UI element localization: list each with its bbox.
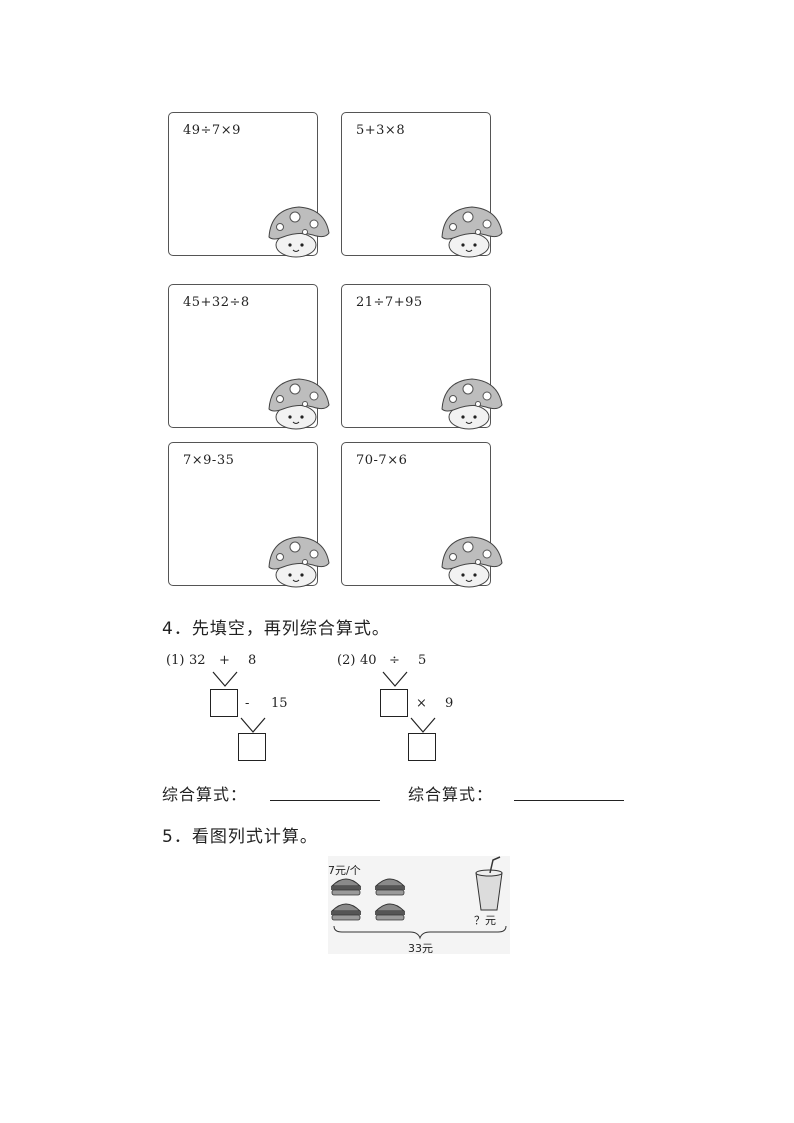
hamburger-icon: [330, 878, 362, 896]
problem-1-operand-b: 8: [248, 653, 257, 668]
mushroom-icon: [441, 536, 503, 588]
problem-2-operator-1: ÷: [389, 653, 400, 668]
mushroom-icon: [268, 536, 330, 588]
expression: 49÷7×9: [183, 123, 241, 138]
mushroom-icon: [268, 206, 330, 258]
expression: 45+32÷8: [183, 295, 250, 310]
formula-answer-line-1[interactable]: [270, 800, 380, 801]
problem-1-operator-2: -: [245, 696, 250, 711]
hamburger-icon: [374, 878, 406, 896]
problem-2-operand-b: 5: [418, 653, 427, 668]
formula-answer-line-2[interactable]: [514, 800, 624, 801]
exercise-box: 49÷7×9: [168, 112, 330, 258]
exercise-box: 5+3×8: [341, 112, 503, 258]
exercise-box: 45+32÷8: [168, 284, 330, 430]
problem-1-operand-c: 15: [271, 696, 288, 711]
problem-2-label: (2): [337, 653, 356, 668]
unknown-price-label: ？元: [474, 914, 496, 927]
expression: 5+3×8: [356, 123, 406, 138]
expression: 7×9-35: [183, 453, 235, 468]
problem-1-label: (1): [166, 653, 185, 668]
expression: 21÷7+95: [356, 295, 423, 310]
exercise-box: 7×9-35: [168, 442, 330, 588]
exercise-box: 70-7×6: [341, 442, 503, 588]
drink-cup-icon: [475, 856, 503, 911]
problem-1-operator-1: +: [219, 653, 230, 668]
answer-box[interactable]: [210, 689, 238, 717]
problem-2-operand-a: 40: [360, 653, 377, 668]
formula-label-1: 综合算式：: [162, 785, 248, 804]
problem-1-operand-a: 32: [189, 653, 206, 668]
formula-label-2: 综合算式：: [408, 785, 494, 804]
total-brace: [333, 925, 507, 940]
answer-box[interactable]: [408, 733, 436, 761]
question-5-title: 5．看图列式计算。: [162, 827, 318, 847]
problem-2-operand-c: 9: [445, 696, 454, 711]
question-4-title: 4．先填空，再列综合算式。: [162, 619, 390, 639]
hamburger-icon: [330, 903, 362, 921]
hamburger-icon: [374, 903, 406, 921]
total-price-label: 33元: [408, 942, 433, 955]
mushroom-icon: [441, 206, 503, 258]
expression: 70-7×6: [356, 453, 408, 468]
answer-box[interactable]: [238, 733, 266, 761]
burger-picture: [330, 856, 507, 940]
mushroom-icon: [268, 378, 330, 430]
mushroom-icon: [441, 378, 503, 430]
problem-2-operator-2: ×: [416, 696, 427, 711]
answer-box[interactable]: [380, 689, 408, 717]
exercise-box: 21÷7+95: [341, 284, 503, 430]
price-label: 7元/个: [328, 864, 361, 877]
